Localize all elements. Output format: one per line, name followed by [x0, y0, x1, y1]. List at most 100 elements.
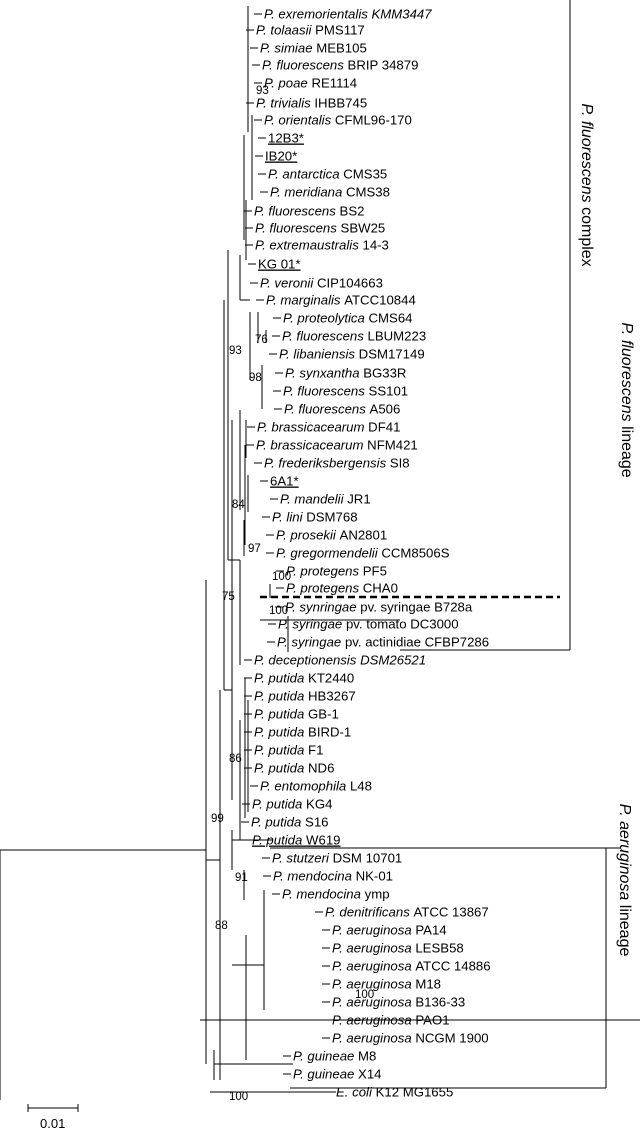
taxon-strain: NFM421	[367, 438, 418, 453]
taxon-strain: ND6	[308, 761, 334, 776]
taxon-strain: pv. actinidiae CFBP7286	[345, 635, 489, 650]
taxon-label: P. fluorescens A506	[284, 402, 400, 417]
taxon-label: P. putida KG4	[252, 797, 332, 812]
taxon-label: P. libaniensis DSM17149	[279, 347, 425, 362]
bootstrap-value: 86	[229, 753, 242, 765]
taxon-strain: LESB58	[415, 941, 463, 956]
taxon-species: P. simiae	[260, 41, 316, 56]
taxon-label: P. syringae pv. tomato DC3000	[278, 617, 459, 632]
taxon-species: P. putida	[254, 707, 308, 722]
taxon-species: P. putida	[252, 797, 306, 812]
taxon-species: P. fluorescens	[282, 329, 368, 344]
taxon-strain: CMS64	[369, 311, 413, 326]
taxon-label: P. prosekii AN2801	[276, 528, 387, 543]
taxon-label: P. putida ND6	[254, 761, 334, 776]
taxon-species: P. putida	[254, 689, 308, 704]
taxon-species: P. frederiksbergensis	[264, 456, 390, 471]
taxon-strain: HB3267	[308, 689, 356, 704]
taxon-species: P. putida	[251, 815, 305, 830]
taxon-label: P. putida BIRD-1	[254, 725, 351, 740]
taxon-species: P. protegens	[286, 581, 363, 596]
taxon-strain: B136-33	[415, 995, 465, 1010]
taxon-label: P. aeruginosa NCGM 1900	[332, 1031, 489, 1046]
taxon-label: P. mandelii JR1	[280, 492, 371, 507]
bootstrap-value: 75	[222, 591, 235, 603]
taxon-label: P. aeruginosa M18	[332, 977, 441, 992]
taxon-label: P. aeruginosa LESB58	[332, 941, 464, 956]
taxon-strain: KT2440	[308, 671, 354, 686]
taxon-label: P. proteolytica CMS64	[283, 311, 413, 326]
taxon-species: P. brassicacearum	[257, 420, 368, 435]
taxon-strain: M8	[358, 1049, 376, 1064]
bootstrap-value: 93	[229, 345, 242, 357]
taxon-strain: NK-01	[356, 869, 393, 884]
taxon-species: P. aeruginosa	[332, 923, 415, 938]
taxon-label: P. guineae M8	[293, 1049, 376, 1064]
taxon-label: P. fluorescens LBUM223	[282, 329, 426, 344]
taxon-species: P. antarctica	[268, 167, 343, 182]
taxon-species: P. mendocina	[273, 869, 356, 884]
taxon-label: 6A1*	[270, 474, 299, 489]
taxon-species: P. poae	[264, 76, 311, 91]
taxon-strain: RE1114	[311, 76, 357, 91]
taxon-strain: KG 01*	[258, 257, 301, 272]
taxon-strain: KG4	[306, 797, 332, 812]
taxon-label: P. fluorescens BS2	[254, 204, 364, 219]
taxon-species: P. prosekii	[276, 528, 340, 543]
taxon-strain: DSM768	[306, 510, 357, 525]
taxon-strain: NCGM 1900	[415, 1031, 488, 1046]
taxon-label: P. fluorescens SBW25	[255, 221, 385, 236]
taxon-strain: BG33R	[363, 366, 406, 381]
taxon-strain: X14	[358, 1067, 381, 1082]
group-label-fluorescens-lineage: P. fluorescens lineage	[618, 322, 635, 477]
taxon-strain: pv. syringae B728a	[360, 600, 473, 615]
taxon-species: P. mendocina	[282, 887, 365, 902]
taxon-label: P. putida HB3267	[254, 689, 356, 704]
taxon-strain: JR1	[347, 492, 370, 507]
taxon-species: P. fluorescens	[284, 402, 370, 417]
taxon-label: P. aeruginosa PA14	[332, 923, 447, 938]
taxon-strain: 12B3*	[268, 131, 304, 146]
taxon-strain: PMS117	[315, 23, 365, 38]
taxon-species: P. proteolytica	[283, 311, 369, 326]
taxon-label: P. brassicacearum NFM421	[256, 438, 418, 453]
taxon-strain: A506	[370, 402, 401, 417]
taxon-strain: DF41	[368, 420, 400, 435]
taxon-strain: CCM8506S	[381, 546, 449, 561]
taxon-label: P. marginalis ATCC10844	[266, 293, 416, 308]
group-label-fluorescens-complex: P. fluorescens complex	[578, 103, 595, 266]
taxon-strain: SI8	[390, 456, 410, 471]
taxon-species: P. tolaasii	[256, 23, 315, 38]
taxon-label: P. trivialis IHBB745	[256, 96, 367, 111]
taxon-label: P. synringae pv. syringae B728a	[285, 600, 473, 615]
taxon-strain: DSM 10701	[333, 851, 403, 866]
taxon-species: P. protegens	[286, 564, 363, 579]
taxon-label: P. frederiksbergensis SI8	[264, 456, 410, 471]
taxon-species: P. synringae	[285, 600, 360, 615]
bootstrap-value: 100	[269, 605, 288, 617]
taxon-strain: AN2801	[340, 528, 388, 543]
taxon-label: P. mendocina NK-01	[273, 869, 393, 884]
taxon-species: P. stutzeri	[272, 851, 333, 866]
taxon-label: P. protegens CHA0	[286, 581, 398, 596]
taxon-strain: S16	[305, 815, 328, 830]
taxon-label: P. tolaasii PMS117	[256, 23, 365, 38]
scale-bar-label: 0.01	[40, 1116, 65, 1131]
taxon-species: P. aeruginosa	[332, 977, 415, 992]
bootstrap-value: 100	[229, 1091, 248, 1103]
taxon-strain: BRIP 34879	[348, 58, 419, 73]
taxon-label: P. mendocina ymp	[282, 887, 390, 902]
taxon-label: P. lini DSM768	[272, 510, 358, 525]
taxon-species: P. marginalis	[266, 293, 344, 308]
taxon-species: P. syringae	[278, 617, 346, 632]
taxon-strain: K12 MG1655	[376, 1085, 454, 1100]
taxon-label: P. poae RE1114	[264, 76, 357, 91]
taxon-label: P. putida GB-1	[254, 707, 339, 722]
scale-bar: 0.01	[27, 1104, 79, 1131]
taxon-strain: PF5	[363, 564, 387, 579]
group-label-aeruginosa-lineage: P. aeruginosa lineage	[616, 804, 633, 957]
bootstrap-value: 84	[232, 499, 245, 511]
taxon-label: P. simiae MEB105	[260, 41, 367, 56]
taxon-label: P. synxantha BG33R	[285, 366, 406, 381]
taxon-strain: IHBB745	[314, 96, 367, 111]
